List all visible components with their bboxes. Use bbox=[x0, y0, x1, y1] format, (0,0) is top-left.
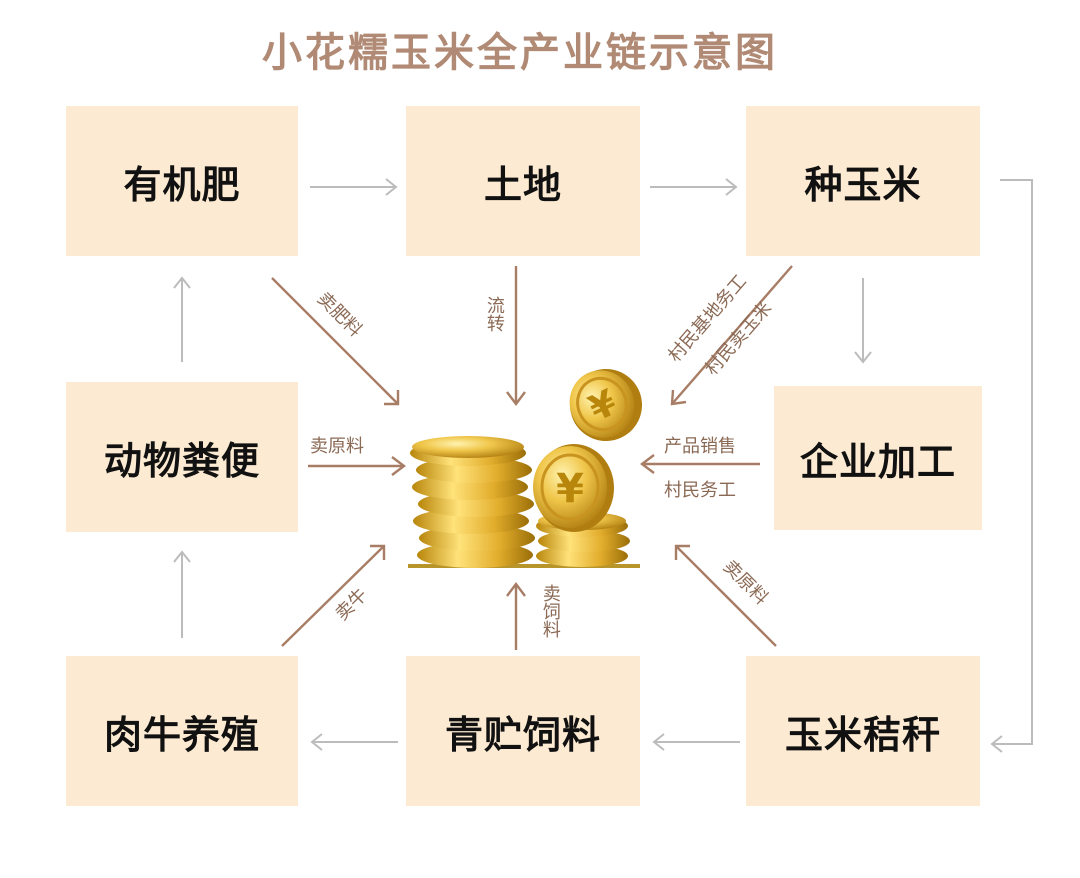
diagram-title: 小花糯玉米全产业链示意图 bbox=[262, 30, 778, 76]
node-plant-corn: 种玉米 bbox=[746, 106, 980, 256]
node-animal-manure: 动物粪便 bbox=[66, 382, 298, 532]
arrow-silage-money bbox=[506, 582, 526, 650]
node-enterprise-processing: 企业加工 bbox=[774, 386, 982, 530]
label-sell-feed: 卖饲料 bbox=[539, 584, 561, 638]
node-corn-straw: 玉米秸秆 bbox=[746, 656, 980, 806]
arrow-silage-to-cattle bbox=[310, 733, 398, 751]
arrow-fertilizer-money bbox=[271, 277, 400, 406]
arrow-fertilizer-to-land bbox=[310, 178, 398, 196]
arrow-manure-to-fertilizer bbox=[173, 276, 191, 362]
arrow-plant-money bbox=[670, 265, 793, 406]
svg-text:¥: ¥ bbox=[556, 466, 584, 512]
gold-coins-yuan-icon: ¥ ¥ bbox=[408, 369, 642, 568]
arrow-straw-money bbox=[674, 544, 777, 647]
label-product-sales: 产品销售 bbox=[664, 436, 736, 457]
node-land: 土地 bbox=[406, 106, 640, 256]
arrow-plant-to-processing bbox=[854, 278, 872, 364]
label-villagers-work: 村民务工 bbox=[664, 480, 736, 501]
arrow-land-to-plant bbox=[650, 178, 738, 196]
node-beef-cattle: 肉牛养殖 bbox=[66, 656, 298, 806]
arrow-straw-to-silage bbox=[652, 733, 740, 751]
arrow-cattle-money bbox=[281, 544, 386, 647]
node-silage: 青贮饲料 bbox=[406, 656, 640, 806]
label-sell-raw-material: 卖原料 bbox=[310, 436, 364, 457]
arrow-processing-money bbox=[640, 454, 760, 474]
node-organic-fertilizer: 有机肥 bbox=[66, 106, 298, 256]
arrow-plant-to-straw bbox=[990, 179, 1033, 753]
arrow-land-money bbox=[506, 266, 526, 406]
arrow-manure-money bbox=[308, 456, 406, 476]
label-transfer: 流转 bbox=[483, 296, 505, 332]
arrow-cattle-to-manure bbox=[173, 550, 191, 638]
